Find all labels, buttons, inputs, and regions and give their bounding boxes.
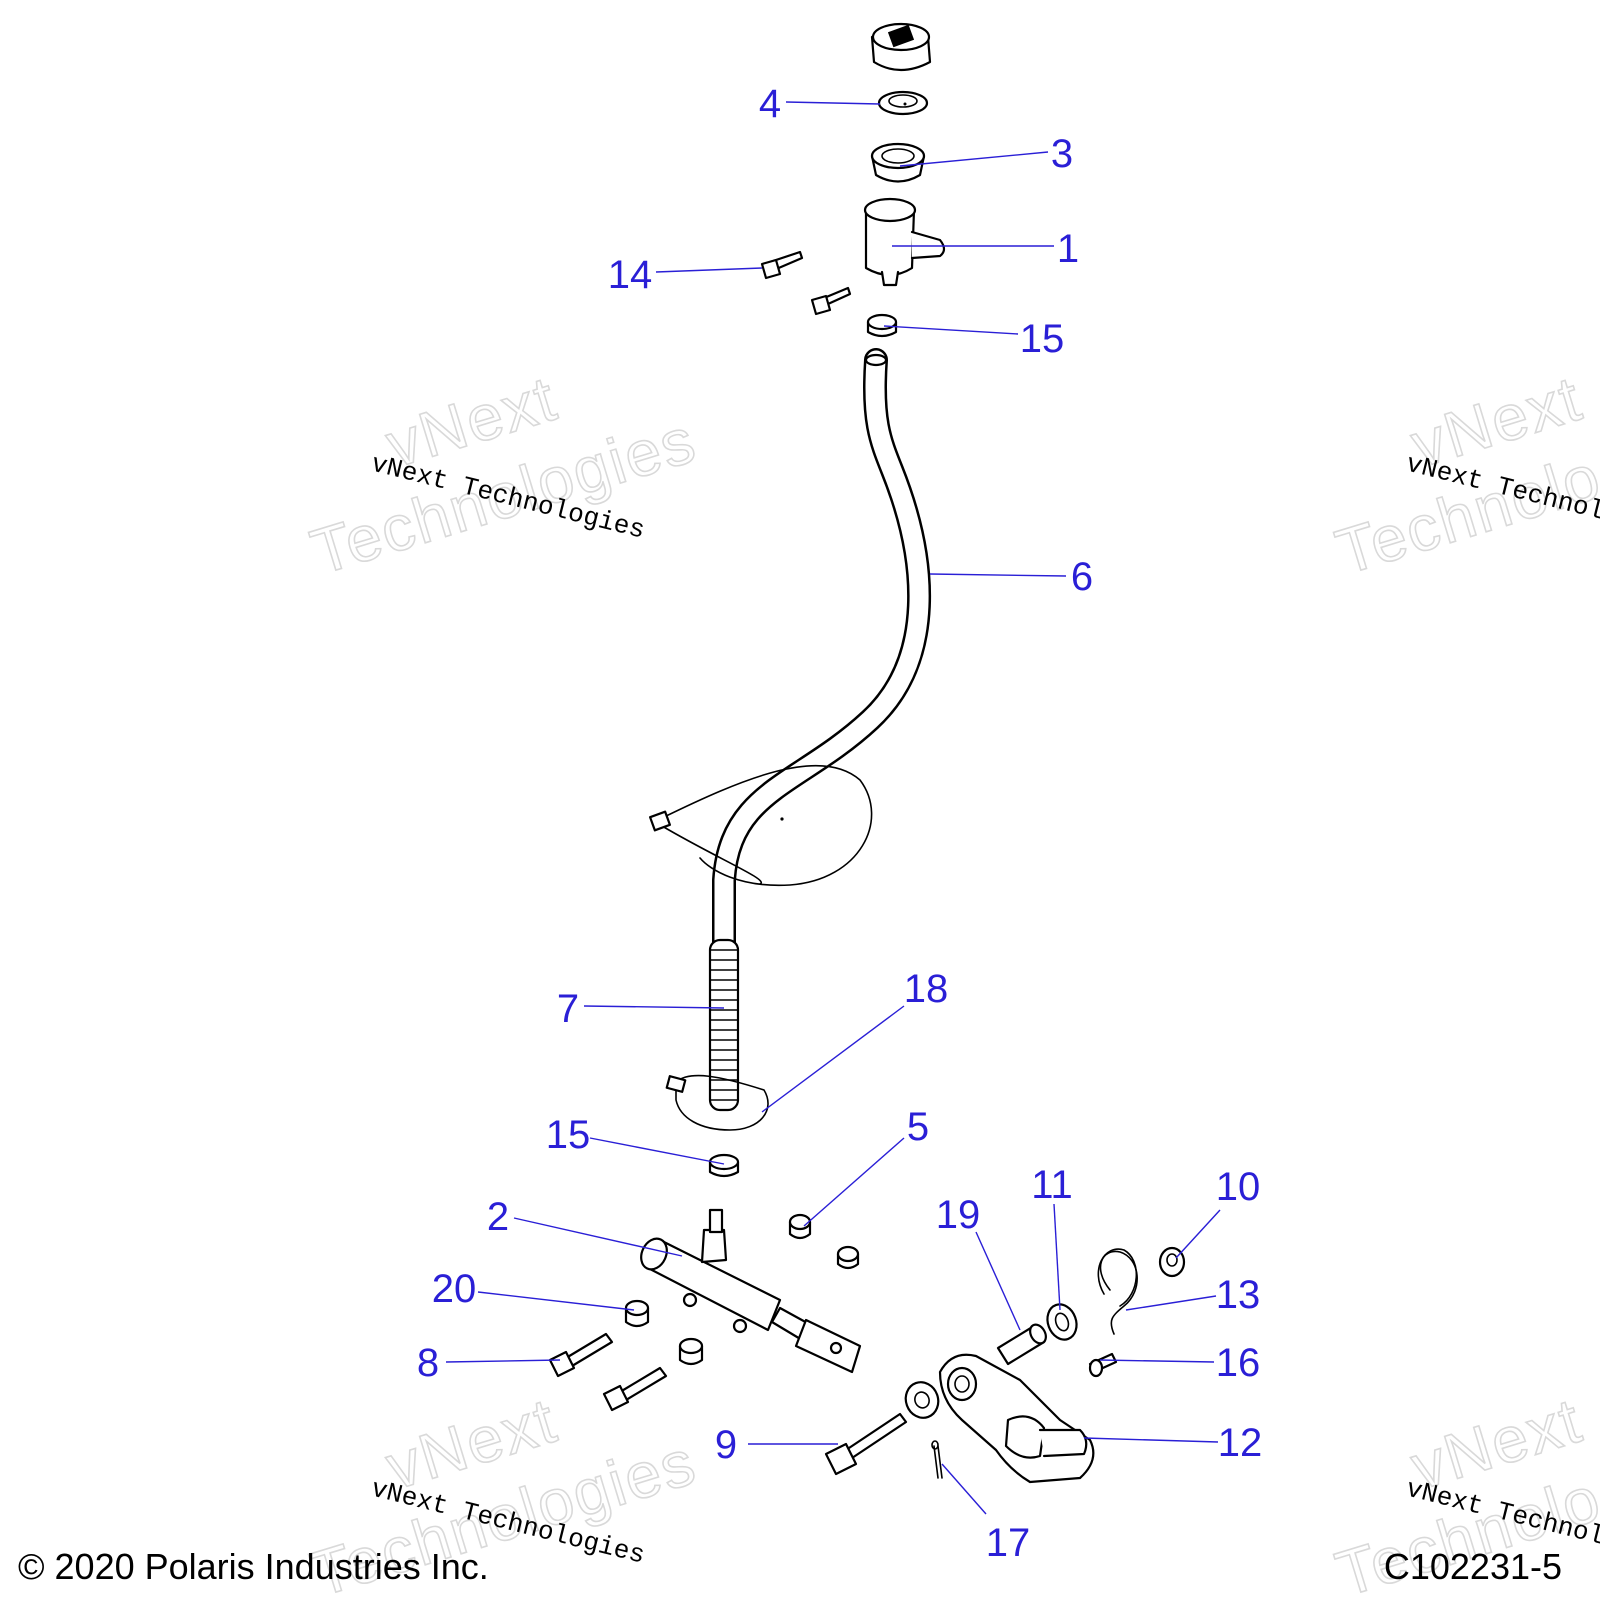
bushing-part	[788, 1213, 812, 1240]
leader-line-6	[929, 573, 1067, 577]
bushing-part	[836, 1245, 860, 1270]
leader-line-7	[583, 1005, 725, 1009]
return-spring-part	[1097, 1248, 1138, 1335]
leader-line-4	[785, 101, 881, 105]
callout-20: 20	[432, 1267, 477, 1311]
callout-4: 4	[759, 82, 781, 126]
sleeve-part	[708, 938, 740, 1112]
watermark-top-left: vNext Technologies vNext Technologies	[302, 361, 705, 589]
callout-1: 1	[1057, 227, 1079, 271]
bolt-part	[548, 1332, 614, 1378]
watermark-top-right: vNext Technologies vNext Technologies	[1327, 361, 1600, 589]
washer-part	[904, 1381, 940, 1419]
leader-line-15a	[883, 325, 1019, 335]
leader-lines	[445, 101, 1221, 1515]
pivot-bushing-part	[1046, 1303, 1078, 1341]
callout-3: 3	[1051, 132, 1073, 176]
leader-line-13	[1125, 1295, 1217, 1311]
callout-9: 9	[715, 1423, 737, 1467]
leader-line-3	[899, 151, 1049, 167]
pivot-sleeve-part	[996, 1323, 1047, 1366]
diaphragm-part	[877, 90, 929, 116]
leader-line-8	[445, 1359, 561, 1363]
clutch-pedal-bracket-part	[938, 1353, 1095, 1484]
copyright-notice: © 2020 Polaris Industries Inc.	[18, 1546, 489, 1587]
callout-6: 6	[1071, 555, 1093, 599]
callout-10: 10	[1216, 1165, 1261, 1209]
reservoir-cap	[870, 22, 932, 72]
leader-line-17	[941, 1463, 987, 1515]
cotter-pin-part	[931, 1440, 943, 1479]
pivot-bolt-part	[824, 1412, 908, 1476]
master-cylinder-part	[640, 1208, 862, 1374]
screw-part	[760, 250, 804, 280]
callout-14: 14	[608, 253, 653, 297]
spacer-part	[624, 1299, 650, 1328]
drawing-number: C102231-5	[1383, 1546, 1562, 1587]
callout-8: 8	[417, 1341, 439, 1385]
callout-18: 18	[904, 967, 949, 1011]
reservoir-part	[863, 197, 946, 287]
pin-part	[1088, 1352, 1118, 1378]
screw-part	[810, 286, 852, 316]
leader-line-16	[1099, 1359, 1215, 1363]
leader-line-18	[761, 1005, 905, 1113]
leader-line-10	[1175, 1209, 1221, 1259]
lower-tie-strap-part	[665, 1074, 769, 1131]
callout-17: 17	[986, 1521, 1031, 1565]
spacer-part	[678, 1337, 704, 1366]
callout-labels: 4 3 1 14 15 6 7 18 15 5 2 19 11 10 20 13 8 16 9 12 17	[417, 82, 1262, 1565]
tie-strap-part	[648, 764, 873, 887]
seal-part	[870, 142, 926, 183]
callout-19: 19	[936, 1193, 981, 1237]
leader-line-14	[655, 267, 763, 273]
callout-12: 12	[1218, 1421, 1263, 1465]
leader-line-11	[1053, 1203, 1061, 1311]
leader-line-15b	[589, 1137, 725, 1165]
callout-2: 2	[487, 1195, 509, 1239]
leader-line-2	[513, 1217, 683, 1257]
leader-line-19	[975, 1231, 1021, 1331]
leader-line-12	[1083, 1437, 1219, 1443]
bolt-part	[602, 1366, 668, 1412]
leader-line-20	[477, 1291, 635, 1311]
callout-16: 16	[1216, 1341, 1261, 1385]
callout-13: 13	[1216, 1273, 1261, 1317]
hose-clamp-part	[866, 313, 898, 338]
callout-15b: 15	[546, 1113, 591, 1157]
reservoir-hose-part	[712, 348, 932, 972]
callout-5: 5	[907, 1105, 929, 1149]
lower-hose-clamp-part	[708, 1153, 740, 1178]
callout-11: 11	[1031, 1163, 1073, 1207]
callout-15a: 15	[1020, 317, 1065, 361]
leader-line-5	[803, 1137, 905, 1227]
callout-7: 7	[557, 987, 579, 1031]
